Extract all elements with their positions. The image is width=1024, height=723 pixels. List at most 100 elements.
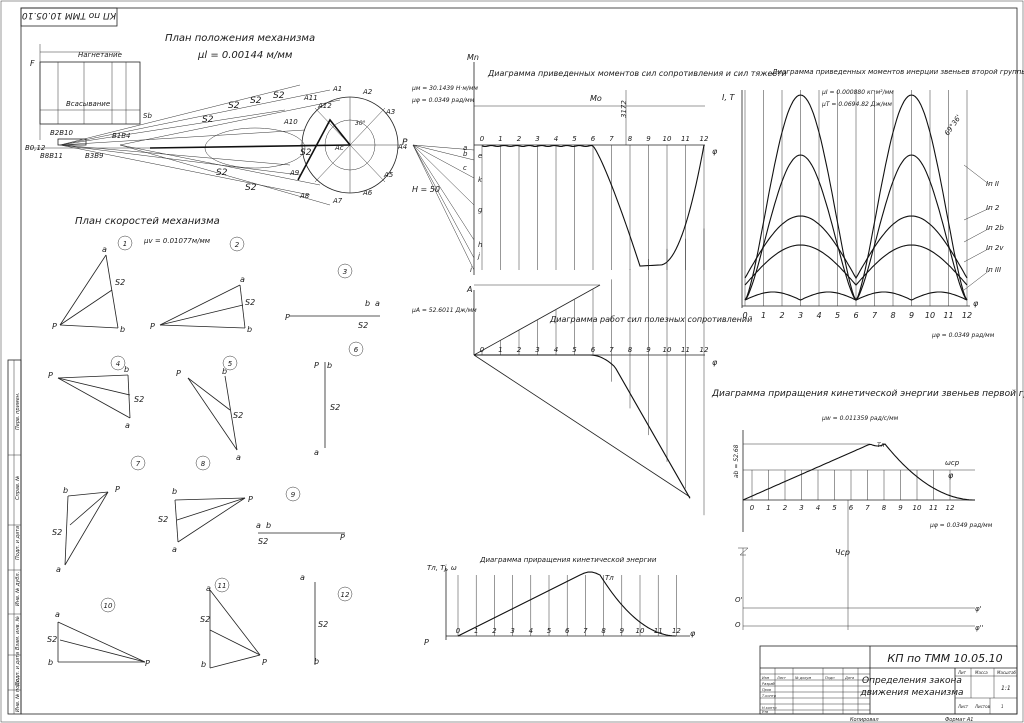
velocity-plan-number-circle — [348, 341, 364, 357]
inertia-legend-3: Iп 2v — [986, 244, 1004, 252]
work-tick-label: 11 — [681, 346, 690, 354]
velocity-plan-title: План скоростей механизма — [75, 216, 220, 227]
inertia-tick-label: 8 — [890, 311, 895, 320]
ke-tick-label: 4 — [529, 627, 533, 635]
sb-label: Sb — [143, 112, 152, 120]
moment-fan-ray — [412, 144, 475, 161]
velocity-plan-number: 12 — [341, 591, 350, 599]
velocity-plan-label: b — [222, 367, 227, 376]
s2-label-e: S2 — [216, 168, 228, 178]
s2-label-g: S2 — [300, 148, 312, 158]
inertia-curve — [744, 244, 968, 286]
velocity-plan-number: 4 — [116, 360, 120, 368]
work-axis-y: A — [466, 285, 472, 294]
first-group-axis-x: φ — [948, 471, 954, 480]
velocity-plan-label: a — [375, 299, 380, 308]
ac-label: Ac — [334, 144, 344, 152]
inertia-diagram: Диаграмма приведенных моментов инерции з… — [722, 68, 1024, 339]
velocity-plan-number: 7 — [136, 460, 141, 468]
work-tick-label: 8 — [628, 346, 633, 354]
velocity-plan-label: b — [327, 361, 332, 370]
velocity-plan-label: b — [120, 325, 125, 334]
work-tick-label: 9 — [646, 346, 651, 354]
first-group-tick-label: 9 — [898, 504, 903, 512]
moment-letter: b — [463, 150, 468, 158]
moment-letter: c — [463, 164, 467, 172]
inertia-axis-y: I, T — [722, 93, 735, 102]
first-group-o-prime: O' — [735, 596, 743, 604]
work-tick-label: 0 — [480, 346, 485, 354]
tb-role-4: Дата — [844, 676, 854, 680]
moment-mo-label: Mo — [590, 94, 602, 103]
a3-label: A3 — [385, 108, 395, 116]
side-label-6: Инв. № подл. — [15, 678, 21, 713]
moment-tick-label: 7 — [609, 135, 614, 143]
title-block-scale-value: 1:1 — [1001, 685, 1011, 692]
velocity-plan-label: a — [240, 275, 245, 284]
moment-letter: e — [478, 152, 482, 160]
moment-tick-label: 6 — [591, 135, 596, 143]
inertia-diagram-title: Диаграмма приведенных моментов инерции з… — [771, 68, 1024, 76]
first-group-tick-label: 1 — [766, 504, 770, 512]
side-label-3: Инв. № дубл. — [15, 572, 21, 606]
title-block-scale: Масштаб — [997, 670, 1017, 675]
velocity-plan-label: P — [115, 485, 120, 494]
velocity-plan-label: P — [340, 533, 345, 542]
velocity-plan-number-circle — [337, 586, 353, 602]
title-block-code: КП по ТММ 10.05.10 — [887, 652, 1002, 665]
moment-fan-ray — [412, 144, 475, 151]
moment-letter: h — [478, 241, 482, 249]
velocity-plan-label: a — [56, 565, 61, 574]
side-label-0: Перв. примен. — [15, 392, 21, 430]
title-block-name-1: Определения закона — [862, 676, 962, 686]
first-group-tick-label: 4 — [816, 504, 820, 512]
first-group-phi2: φ'' — [975, 624, 984, 632]
a1-label: A1 — [332, 85, 342, 93]
tb-copied: Копировал — [850, 717, 879, 723]
title-block-sheet: Лист — [957, 704, 969, 709]
inertia-tick-label: 0 — [742, 311, 747, 320]
inertia-legend-2: Iп 2b — [986, 224, 1004, 232]
a12-label: A12 — [317, 102, 332, 110]
velocity-plan-number: 9 — [291, 491, 296, 499]
first-group-mu-phi: μφ = 0.0349 рад/мм — [929, 522, 993, 529]
moment-diagram-title: Диаграмма приведенных моментов сил сопро… — [487, 69, 787, 78]
first-group-tick-label: 7 — [865, 504, 870, 512]
velocity-plan-label: a — [236, 453, 241, 462]
tb-role-1: Лист — [776, 676, 787, 680]
moment-mu-m: μм = 30.1439 Н·м/мм — [411, 85, 478, 92]
ke-diagram: Диаграмма приращения кинетической энерги… — [424, 556, 696, 647]
inertia-axis-x: φ — [973, 299, 979, 308]
ke-tick-label: 8 — [601, 627, 606, 635]
velocity-plan-label: a — [125, 421, 130, 430]
velocity-plan-label: P — [248, 495, 253, 504]
a7-label: A7 — [332, 197, 343, 205]
first-group-tick-label: 11 — [929, 504, 938, 512]
work-tick-label: 4 — [554, 346, 558, 354]
velocity-plan-label: S2 — [245, 298, 255, 307]
position-plan-title: План положения механизма — [165, 33, 315, 44]
first-group-ycp: Чср — [835, 548, 850, 557]
moment-fan-ray — [412, 144, 475, 259]
s2-label-f: S2 — [245, 183, 257, 193]
title-block-name-2: движения механизма — [859, 688, 963, 698]
b2b10-label: B2B10 — [50, 129, 74, 137]
first-group-mu-w: μw = 0.011359 рад/с/мм — [821, 415, 899, 422]
s2-label-d: S2 — [202, 115, 214, 125]
velocity-plan-label: a — [102, 245, 107, 254]
velocity-plan-number: 11 — [218, 582, 227, 590]
velocity-plan-number-circle — [222, 355, 238, 371]
moment-letter: k — [478, 176, 483, 184]
work-tick-label: 7 — [609, 346, 614, 354]
inertia-legend-1: Iп 2 — [986, 204, 1000, 212]
velocity-plan-label: a — [206, 584, 211, 593]
velocity-plan-number: 6 — [354, 346, 359, 354]
moment-letter: i — [470, 266, 472, 274]
velocity-plan-number: 5 — [228, 360, 233, 368]
moment-letter: g — [478, 206, 483, 214]
inertia-curve — [744, 215, 968, 280]
velocity-plan-label: S2 — [200, 615, 210, 624]
inertia-tick-label: 2 — [779, 311, 784, 320]
inertia-tick-label: 5 — [835, 311, 840, 320]
moment-letter: j — [477, 252, 480, 260]
